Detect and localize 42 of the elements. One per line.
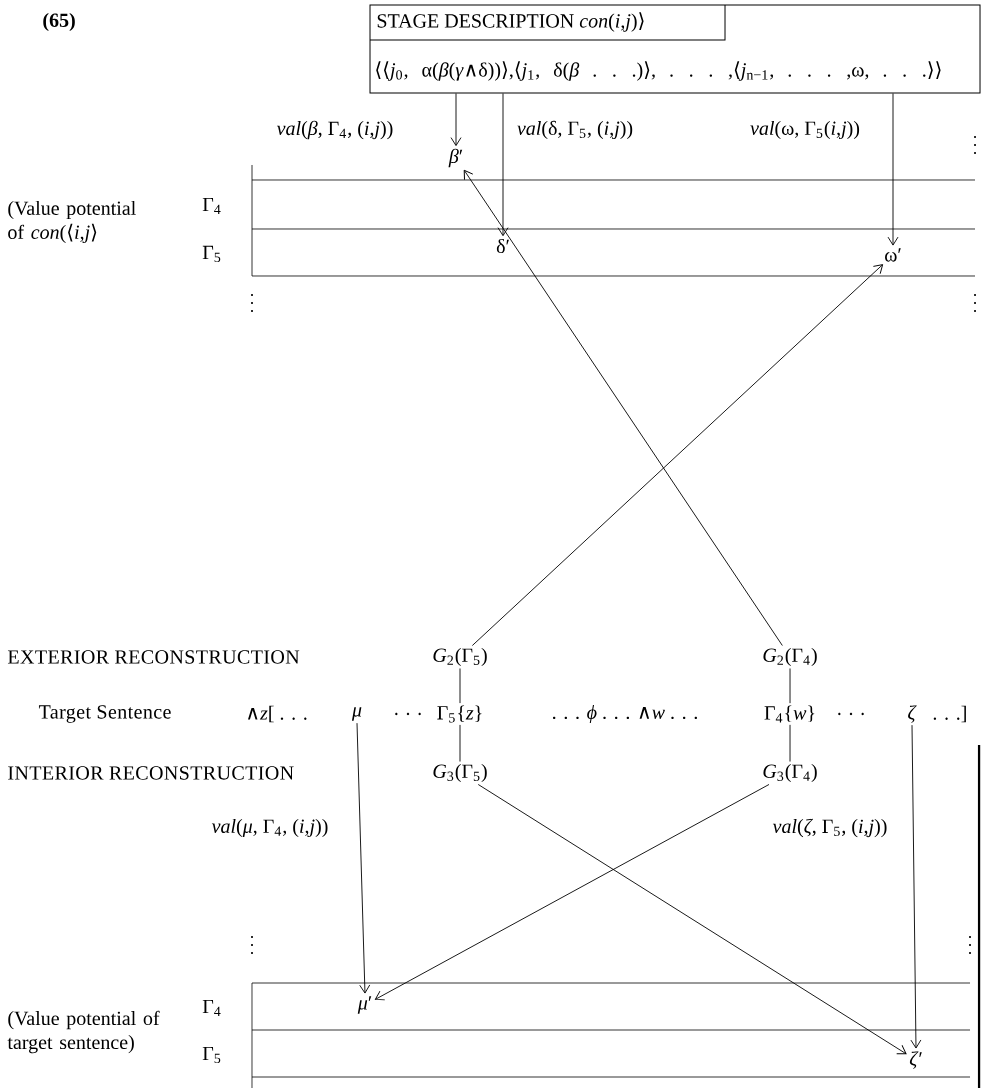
sentence-fragment: . . . ϕ . . . ∧w . . . — [553, 704, 697, 724]
term-label: G$_{3}$(Γ$_{5}$) — [433, 763, 487, 783]
term-label: Γ$_{4}${w} — [764, 705, 815, 723]
term-label: ω′ — [885, 248, 901, 262]
edge-label: val(β, Γ$_{4}$, (i,j)) — [274, 118, 396, 142]
arrow — [450, 93, 462, 147]
term-label: G$_{2}$(Γ$_{5}$) — [433, 647, 487, 667]
term-label: ζ′ — [909, 1051, 922, 1069]
term-label: δ′ — [496, 238, 509, 254]
term-label: μ — [351, 707, 362, 721]
row-heading: EXTERIOR RECONSTRUCTION — [7, 650, 300, 664]
arrow — [374, 784, 770, 1001]
edge-label: val(ω, Γ$_{5}$(i,j)) — [748, 118, 862, 142]
term-label: G$_{3}$(Γ$_{4}$) — [763, 763, 817, 783]
arrow — [463, 169, 783, 646]
row-label: Γ$_{4}$ — [202, 197, 221, 215]
arrow — [887, 93, 899, 246]
arrow — [477, 784, 907, 1055]
arrow — [471, 264, 884, 646]
edge-label: val(δ, Γ$_{5}$, (i,j)) — [514, 118, 636, 142]
arrow — [910, 724, 922, 1049]
arrow — [497, 93, 509, 237]
edge-label: val(μ, Γ$_{4}$, (i,j)) — [209, 816, 331, 840]
row-label: Γ$_{5}$ — [202, 1046, 221, 1064]
row-label: Γ$_{4}$ — [202, 999, 221, 1017]
sentence-fragment: . . . — [838, 712, 864, 716]
sentence-fragment: . . .] — [933, 705, 966, 723]
row-heading: Target Sentence — [38, 705, 171, 723]
sentence-fragment: . . . — [395, 712, 421, 716]
term-label: ζ — [908, 705, 917, 723]
row-group-label: (Value potential of con(⟨i,j⟩ — [8, 200, 136, 244]
row-heading: INTERIOR RECONSTRUCTION — [8, 766, 294, 780]
row-label: Γ$_{5}$ — [202, 245, 221, 263]
term-label: μ′ — [357, 996, 372, 1014]
term-label: β′ — [448, 148, 463, 168]
arrow — [356, 722, 371, 994]
figure-number: (65) — [43, 12, 75, 32]
term-label: G$_{2}$(Γ$_{4}$) — [763, 647, 817, 667]
row-group-label: (Value potential of target sentence) — [7, 1010, 160, 1054]
edge-label: val(ζ, Γ$_{5}$, (i,j)) — [770, 816, 890, 840]
term-label: Γ$_{5}${z} — [437, 705, 482, 723]
sentence-fragment: ∧z[ . . . — [248, 705, 307, 723]
